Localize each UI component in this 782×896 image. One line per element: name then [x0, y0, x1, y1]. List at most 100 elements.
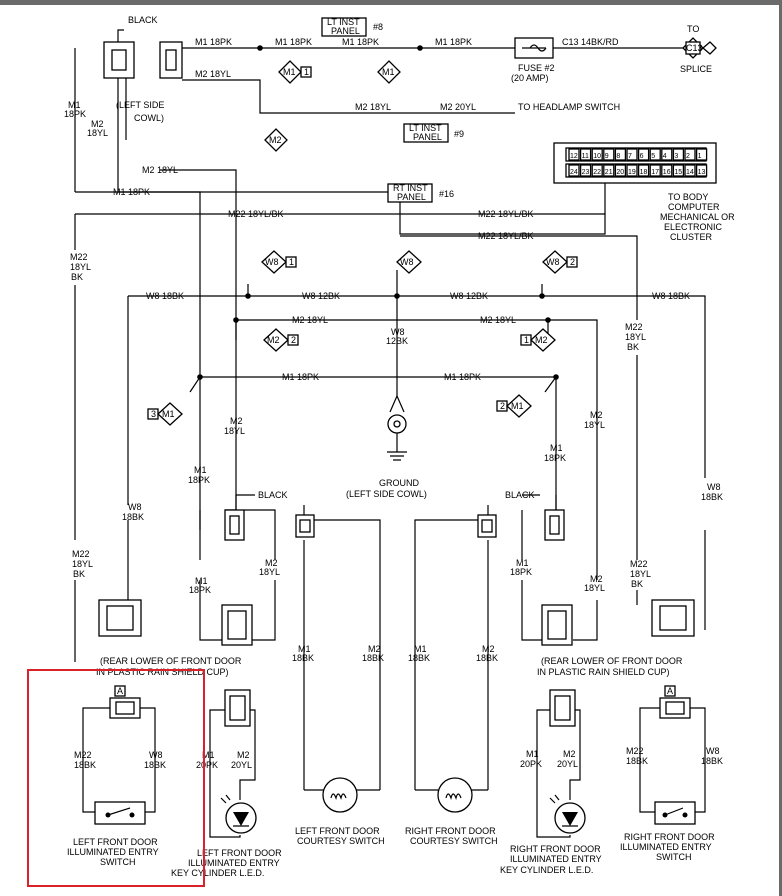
cluster-label-2: COMPUTER [668, 202, 720, 212]
wire-vm2-18yl-l2-2: 18YL [259, 567, 280, 577]
m1-diamond-left [147, 402, 183, 426]
cluster-pin-number: 7 [628, 153, 632, 160]
wire-vm2-18bk-lc-1: M2 [368, 644, 381, 654]
junction-dots [197, 45, 559, 380]
wire-vm22-right-1: M22 [625, 322, 643, 332]
right-switch-label-3: SWITCH [656, 852, 692, 862]
ground-location: (LEFT SIDE COWL) [346, 489, 427, 499]
lt-inst-panel-mid-1: LT INST [409, 123, 442, 133]
cluster-pin-number: 1 [698, 153, 702, 160]
wire-m1-18pk-b: M1 18PK [275, 37, 312, 47]
wire-vm22-right-3: BK [627, 342, 639, 352]
cluster-pin-cell [649, 164, 661, 177]
right-led-label-1: RIGHT FRONT DOOR [510, 844, 601, 854]
right-courtesy-connector [477, 514, 497, 538]
diamond-label-m1-c: M1 [162, 409, 175, 419]
m1-diamond-right [496, 394, 532, 418]
right-switch-label-1: RIGHT FRONT DOOR [624, 832, 715, 842]
right-switch-connector-tag: A [667, 686, 673, 696]
wire-vw8-18bk-r-2: 18BK [701, 492, 723, 502]
cluster-pin-cell [626, 164, 638, 177]
window-right-border [779, 0, 782, 896]
wire-vm2-20yl-l-2: 20YL [231, 760, 252, 770]
wire-vm1-20pk-r-1: M1 [526, 749, 539, 759]
left-courtesy-label-2: COURTESY SWITCH [297, 836, 385, 846]
wire-vm2-18bk-rc-1: M2 [482, 644, 495, 654]
wire-m2-18yl-l: M2 18YL [292, 315, 328, 325]
wire-vm2-18yl-r-1: M2 [590, 410, 603, 420]
cowl-label-1: (LEFT SIDE [116, 100, 164, 110]
cluster-pin-number: 22 [593, 169, 601, 176]
left-led-icon [220, 794, 257, 834]
diamond-num-1-c: 1 [524, 335, 529, 345]
cluster-pin-cell [579, 148, 592, 161]
wire-vm1-20pk-l-2: 20PK [196, 760, 218, 770]
rain-shield-left-1: (REAR LOWER OF FRONT DOOR [100, 656, 242, 666]
cluster-pin-cell [603, 164, 615, 177]
cluster-pin-cell [684, 148, 696, 161]
cluster-pin-cell [637, 164, 650, 177]
left-door-connector [224, 495, 245, 541]
right-courtesy-lamp-icon [437, 777, 473, 813]
right-courtesy-label-2: COURTESY SWITCH [410, 836, 498, 846]
lt-inst-panel-top-ref: #8 [373, 22, 383, 32]
wire-c13: C13 14BK/RD [562, 37, 619, 47]
left-courtesy-lamp-icon [322, 777, 358, 813]
cluster-pin-number: 12 [570, 153, 578, 160]
wire-network [74, 47, 706, 838]
wire-vm2-18yl-r2-1: M2 [590, 574, 603, 584]
ground-icon [387, 395, 407, 461]
wire-vm22-r2-1: M22 [630, 559, 648, 569]
wire-vm1-cowl-2: 18PK [64, 109, 86, 119]
wire-m22-b: M22 18YL/BK [478, 209, 534, 219]
cluster-pin-cell [661, 148, 673, 161]
wire-vm22-l2-3: BK [73, 569, 85, 579]
left-switch-connector-tag: A [117, 686, 123, 696]
cluster-pin-cell [591, 164, 603, 177]
rain-shield-right-2: IN PLASTIC RAIN SHIELD CUP) [537, 667, 670, 677]
lt-inst-panel-mid-ref: #9 [454, 129, 464, 139]
wire-vw8-sw-l-1: W8 [149, 750, 163, 760]
wire-vm1-18bk-rc-1: M1 [414, 644, 427, 654]
right-led-icon [549, 794, 586, 834]
cluster-pin-number: 4 [663, 153, 667, 160]
m1-diamond-b [377, 60, 401, 84]
cluster-pin-number: 5 [651, 153, 655, 160]
right-rain-shield-connector-a [541, 604, 573, 646]
right-led-connector [549, 689, 576, 727]
lt-inst-panel-top-box [321, 17, 367, 37]
rt-inst-panel-2: PANEL [397, 192, 426, 202]
wire-vm1-20pk-l-1: M1 [202, 750, 215, 760]
cluster-pin-number: 16 [663, 169, 671, 176]
wire-vm1-18pk-r2-1: M1 [516, 558, 529, 568]
left-courtesy-label-1: LEFT FRONT DOOR [295, 826, 380, 836]
window-top-border [0, 0, 782, 5]
diamond-label-m2-a: M2 [269, 135, 282, 145]
left-rain-shield-connector-b [221, 604, 253, 646]
wire-vw8-sw-l-2: 18BK [144, 760, 166, 770]
right-door-connector [544, 495, 565, 541]
cluster-pin-cell [672, 148, 685, 161]
left-switch-label-2: ILLUMINATED ENTRY [67, 847, 159, 857]
wire-vm22-right-2: 18YL [625, 332, 646, 342]
cluster-pin-number: 24 [570, 169, 578, 176]
cluster-pin-number: 3 [674, 153, 678, 160]
left-led-connector [224, 689, 251, 727]
cluster-label-1: TO BODY [668, 192, 708, 202]
cluster-pin-cell [603, 148, 615, 161]
ground-label: GROUND [379, 478, 419, 488]
fuse-label: FUSE #2 [518, 63, 555, 73]
cluster-pin-cell [591, 148, 603, 161]
diamond-num-2-b: 2 [291, 335, 296, 345]
wire-m1-18pk-c: M1 18PK [342, 37, 379, 47]
wire-vm22-sw-r-1: M22 [626, 746, 644, 756]
rt-inst-panel-box [387, 183, 433, 203]
top-cowl-connector [103, 29, 183, 79]
wire-vm1-18pk-r2-2: 18PK [510, 567, 532, 577]
right-courtesy-label-1: RIGHT FRONT DOOR [405, 826, 496, 836]
right-led-label-3: KEY CYLINDER L.E.D. [500, 865, 593, 875]
splice-code: C13 [686, 43, 703, 53]
wire-vm1-18bk-rc-2: 18BK [408, 653, 430, 663]
wire-m2-18yl-top: M2 18YL [195, 69, 231, 79]
